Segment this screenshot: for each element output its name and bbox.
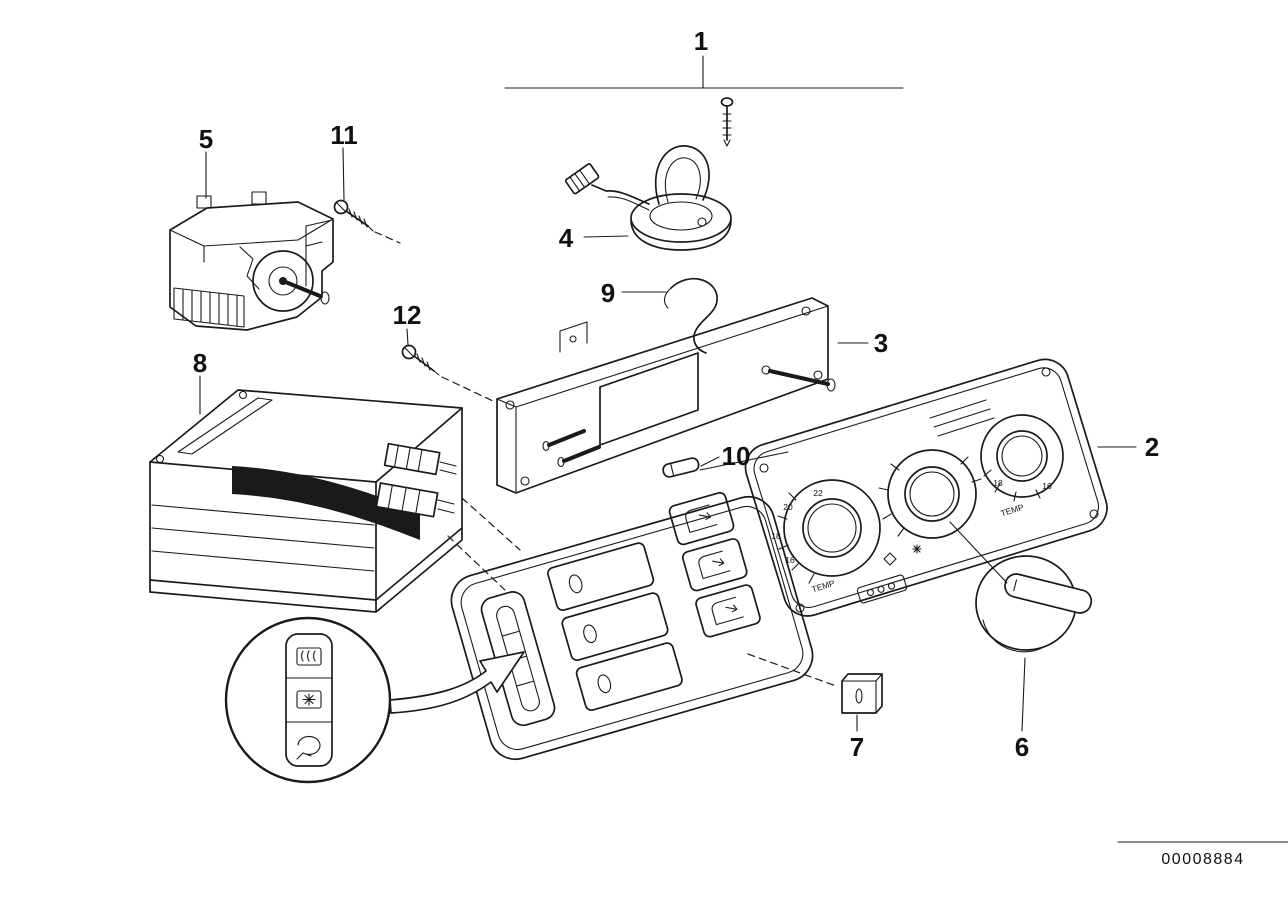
part-label-2: 2 — [1145, 432, 1159, 462]
part-12-screw — [401, 344, 494, 402]
part-label-8: 8 — [193, 348, 207, 378]
panel-button — [547, 542, 655, 612]
part-label-6: 6 — [1015, 732, 1029, 762]
part-label-10: 10 — [722, 441, 751, 471]
callout-leaders — [199, 55, 1137, 732]
part-label-4: 4 — [559, 223, 574, 253]
fan-icon — [296, 690, 322, 709]
part-11-screw — [333, 199, 401, 244]
part-labels: 1 2 3 4 5 6 7 8 9 10 11 12 — [193, 26, 1159, 762]
dial-tick-label: 20 — [783, 502, 793, 512]
footer: 00008884 — [1117, 841, 1288, 868]
seat-air-button — [695, 584, 761, 638]
mini-display — [856, 574, 908, 604]
seat-air-button — [668, 491, 735, 546]
part-label-11: 11 — [330, 120, 358, 150]
panel-button — [575, 642, 683, 711]
fan-symbol — [912, 544, 922, 554]
emblem-icon — [883, 552, 897, 566]
detail-arrow — [389, 651, 525, 714]
detail-circle — [224, 616, 392, 784]
part-label-3: 3 — [874, 328, 888, 358]
defrost-icon — [296, 647, 322, 666]
dial-tick-label: 22 — [813, 488, 823, 498]
part-4-sensor — [564, 97, 734, 251]
temp-label-right: TEMP — [999, 502, 1025, 519]
part-label-7: 7 — [850, 732, 864, 762]
recirculation-icon — [296, 735, 321, 760]
panel-button — [561, 592, 669, 662]
dial-tick-label: 18 — [771, 531, 781, 541]
right-temp-dial: 18 16 TEMP — [980, 414, 1064, 519]
part-2-faceplate: 16 18 20 22 TEMP 18 16 TEMP — [744, 358, 1108, 617]
part-3-mounting-frame — [496, 297, 836, 494]
dial-tick-label: 16 — [1042, 481, 1052, 491]
diagram-part-code: 00008884 — [1161, 851, 1244, 868]
part-9-spring-clip — [663, 277, 718, 354]
part-label-12: 12 — [393, 300, 422, 330]
control-panel — [450, 491, 814, 761]
part-5-switch-unit — [169, 191, 334, 331]
center-fan-dial — [878, 449, 982, 566]
dial-tick-label: 16 — [785, 555, 795, 565]
part-7-button — [841, 673, 883, 714]
temp-label-left: TEMP — [810, 578, 836, 595]
part-10-pin — [662, 457, 700, 478]
part-label-9: 9 — [601, 278, 615, 308]
part-label-1: 1 — [694, 26, 708, 56]
left-temp-dial: 16 18 20 22 TEMP — [771, 479, 881, 595]
part-label-5: 5 — [199, 124, 213, 154]
part-6-knob — [975, 555, 1093, 653]
vent-slots — [929, 399, 995, 437]
seat-air-button — [681, 538, 748, 592]
part-8-housing — [149, 389, 463, 613]
dial-tick-label: 18 — [993, 478, 1003, 488]
